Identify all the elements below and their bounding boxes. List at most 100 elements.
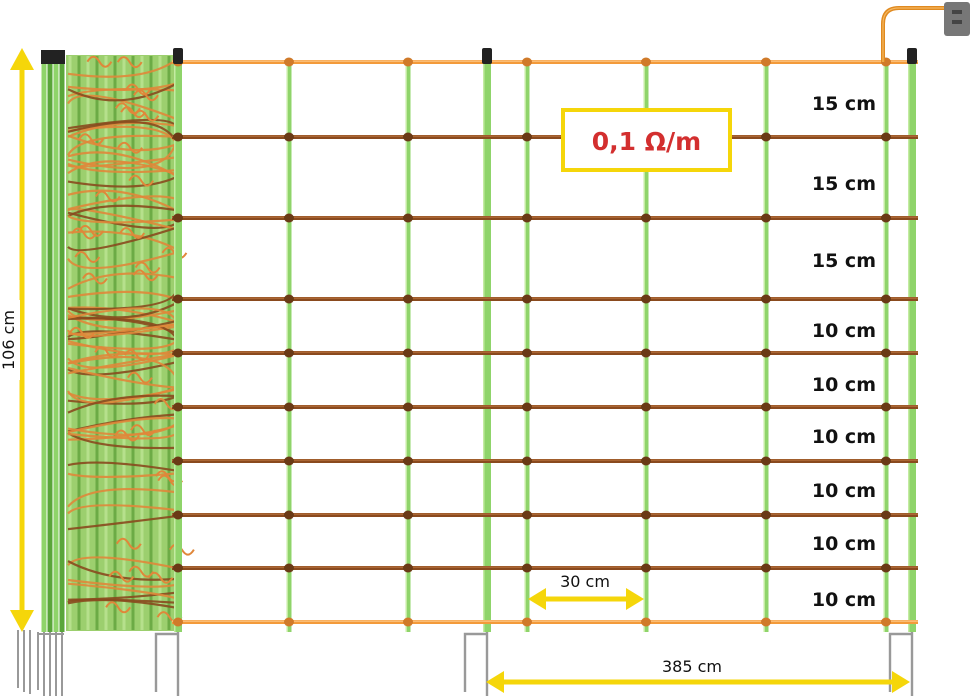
wire-knot — [881, 294, 891, 304]
roll-wire — [67, 251, 177, 270]
wire-knot — [284, 563, 294, 573]
bundled-spike — [17, 630, 31, 694]
roll-wire — [67, 352, 177, 365]
wire-knot — [403, 402, 413, 412]
wire-knot — [173, 456, 183, 466]
bundled-post — [41, 52, 47, 632]
wire-knot — [522, 510, 532, 520]
wire-knot — [522, 294, 532, 304]
roll-wire — [67, 87, 177, 98]
ground-spikes — [154, 632, 914, 696]
roll-wire — [116, 56, 143, 69]
bundled-post — [47, 52, 53, 632]
fence-wire — [172, 620, 918, 624]
roll-wire — [74, 251, 101, 263]
fence-post — [763, 58, 769, 632]
wire-knot — [641, 402, 651, 412]
wire-knot — [403, 213, 413, 223]
wire-knot — [173, 402, 183, 412]
wire-knot — [403, 510, 413, 520]
fence-wire-highlight — [172, 459, 918, 461]
fence-wire — [172, 60, 918, 64]
wire-knot — [641, 348, 651, 358]
wire-knot — [403, 456, 413, 466]
roll-wire — [123, 349, 150, 362]
roll-wire — [128, 174, 155, 187]
wire-knot — [173, 213, 183, 223]
wire-knot — [522, 132, 532, 142]
fence-wire-highlight — [172, 135, 918, 137]
wire-knot — [522, 456, 532, 466]
fence-post-highlight — [174, 58, 176, 632]
roll-wire — [67, 59, 177, 78]
wire-knot — [761, 510, 771, 520]
roll-wire — [67, 340, 177, 350]
roll-wire — [78, 133, 104, 146]
wire-knot — [403, 348, 413, 358]
roll-wire — [67, 120, 177, 142]
wire-spacing-label: 10 cm — [812, 480, 876, 502]
roll-wire — [67, 432, 177, 450]
fence-wire-highlight — [172, 216, 918, 218]
roll-wire — [119, 227, 146, 239]
wire-spacing-label: 10 cm — [812, 320, 876, 342]
fence-post-highlight — [763, 58, 765, 632]
fence-post — [286, 58, 292, 632]
roll-wire — [67, 211, 177, 230]
roll-wire — [132, 269, 159, 282]
roll-wire — [78, 224, 105, 237]
connector-hook — [881, 2, 970, 62]
roll-wire — [71, 227, 97, 240]
length-label: 385 cm — [662, 657, 722, 676]
fence-wire — [172, 216, 918, 220]
wire-knot — [173, 348, 183, 358]
wire-knot — [881, 563, 891, 573]
roll-wire — [67, 307, 177, 321]
wire-knot — [403, 294, 413, 304]
wire-knot — [173, 563, 183, 573]
fence-wire — [172, 405, 918, 409]
roll-wire — [67, 461, 177, 472]
wire-knot — [881, 456, 891, 466]
fence-post — [524, 58, 530, 632]
wire-knot — [284, 617, 294, 627]
roll-wire — [67, 160, 177, 176]
roll-wire — [67, 309, 177, 322]
rolled-net-bundle — [66, 55, 195, 631]
wire-spacing-label: 10 cm — [812, 374, 876, 396]
roll-wire — [67, 272, 177, 290]
roll-wire — [67, 208, 177, 231]
roll-wire — [67, 598, 177, 609]
fence-posts — [174, 58, 916, 632]
wire-knot — [403, 57, 413, 67]
wire-spacing-label: 15 cm — [812, 93, 876, 115]
conductive-wires — [172, 60, 918, 624]
wire-knot — [284, 510, 294, 520]
roll-wire — [67, 118, 177, 130]
roll-wire — [67, 226, 177, 252]
fence-wire-highlight — [172, 513, 918, 515]
fence-wire-highlight — [172, 566, 918, 568]
fence-post-highlight — [883, 58, 885, 632]
wire-knot — [284, 132, 294, 142]
wire-knot — [522, 57, 532, 67]
roll-wire — [67, 366, 177, 389]
fence-wire-highlight — [172, 405, 918, 407]
roll-wire — [130, 424, 156, 437]
wire-spacing-label: 10 cm — [812, 533, 876, 555]
fence-wire — [172, 135, 918, 139]
wire-knot — [761, 132, 771, 142]
roll-wire — [67, 353, 177, 375]
roll-wire — [67, 134, 177, 156]
wire-knot — [641, 510, 651, 520]
wire-spacing-label: 10 cm — [812, 426, 876, 448]
wire-knot — [761, 213, 771, 223]
wire-knot — [761, 563, 771, 573]
wire-knot — [761, 57, 771, 67]
wire-knot — [881, 348, 891, 358]
wire-knot — [641, 563, 651, 573]
roll-wire — [115, 537, 142, 550]
resistance-label: 0,1 Ω/m — [592, 127, 701, 156]
